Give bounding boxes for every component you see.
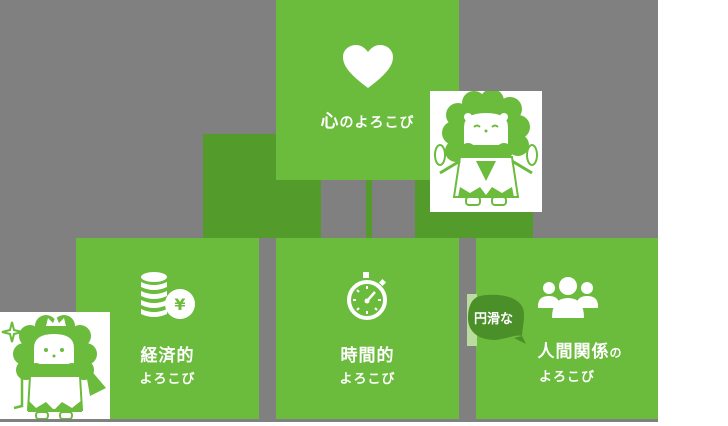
relationship-title-suffix: の — [609, 346, 623, 360]
smooth-badge-label: 円滑な — [474, 312, 514, 327]
bottom-edge — [0, 419, 658, 422]
box-heart-title: 心のよろこび — [276, 107, 459, 133]
smooth-badge: 円滑な — [466, 294, 528, 346]
box-time-joy: 時間的 よろこび — [276, 238, 459, 422]
connector-center-line — [366, 180, 372, 240]
svg-text:¥: ¥ — [174, 295, 185, 314]
heart-icon — [343, 45, 393, 88]
lion-mascot-cheering — [430, 89, 542, 212]
box-time-title: 時間的 — [340, 346, 395, 366]
speech-bubble-icon — [468, 294, 526, 344]
lion-mascot-king — [0, 312, 110, 422]
title-rest: のよろこび — [339, 115, 415, 131]
box-time-sub: よろこび — [339, 372, 396, 387]
relationship-title-main: 人間関係 — [537, 342, 610, 362]
title-main: 心 — [320, 111, 340, 132]
box-relationship-title: 人間関係の — [502, 341, 658, 364]
people-group-icon — [538, 277, 598, 318]
stopwatch-icon — [347, 272, 387, 320]
box-heart-joy: 心のよろこび — [276, 0, 459, 180]
box-economic-sub: よろこび — [139, 372, 196, 387]
box-economic-title: 経済的 — [140, 346, 195, 366]
yen-coins-icon: ¥ — [141, 272, 195, 319]
box-relationship-sub: よろこび — [538, 370, 595, 385]
